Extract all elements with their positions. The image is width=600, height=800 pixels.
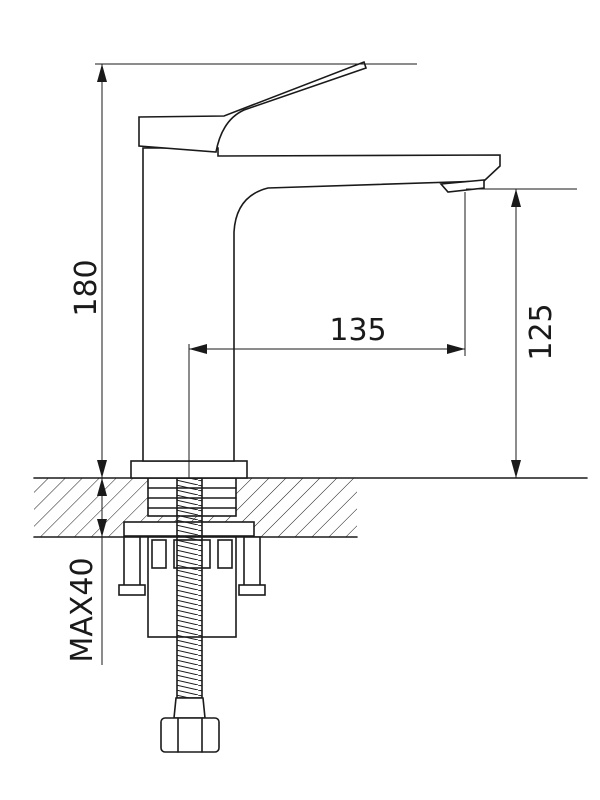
- dimension-135-label: 135: [329, 313, 386, 348]
- faucet-body: [130, 60, 501, 479]
- dimension-total-height: 180: [69, 64, 107, 478]
- dimension-spout-height: 125: [511, 189, 559, 478]
- dimension-max40-label: MAX40: [65, 557, 100, 662]
- dimension-180-label: 180: [69, 259, 104, 316]
- dimension-spout-reach: 135: [189, 313, 465, 354]
- countertop-section: [33, 477, 588, 538]
- dimension-125-label: 125: [524, 303, 559, 360]
- threaded-rod: [160, 477, 220, 753]
- dimension-max-deck-thickness: MAX40: [65, 478, 112, 665]
